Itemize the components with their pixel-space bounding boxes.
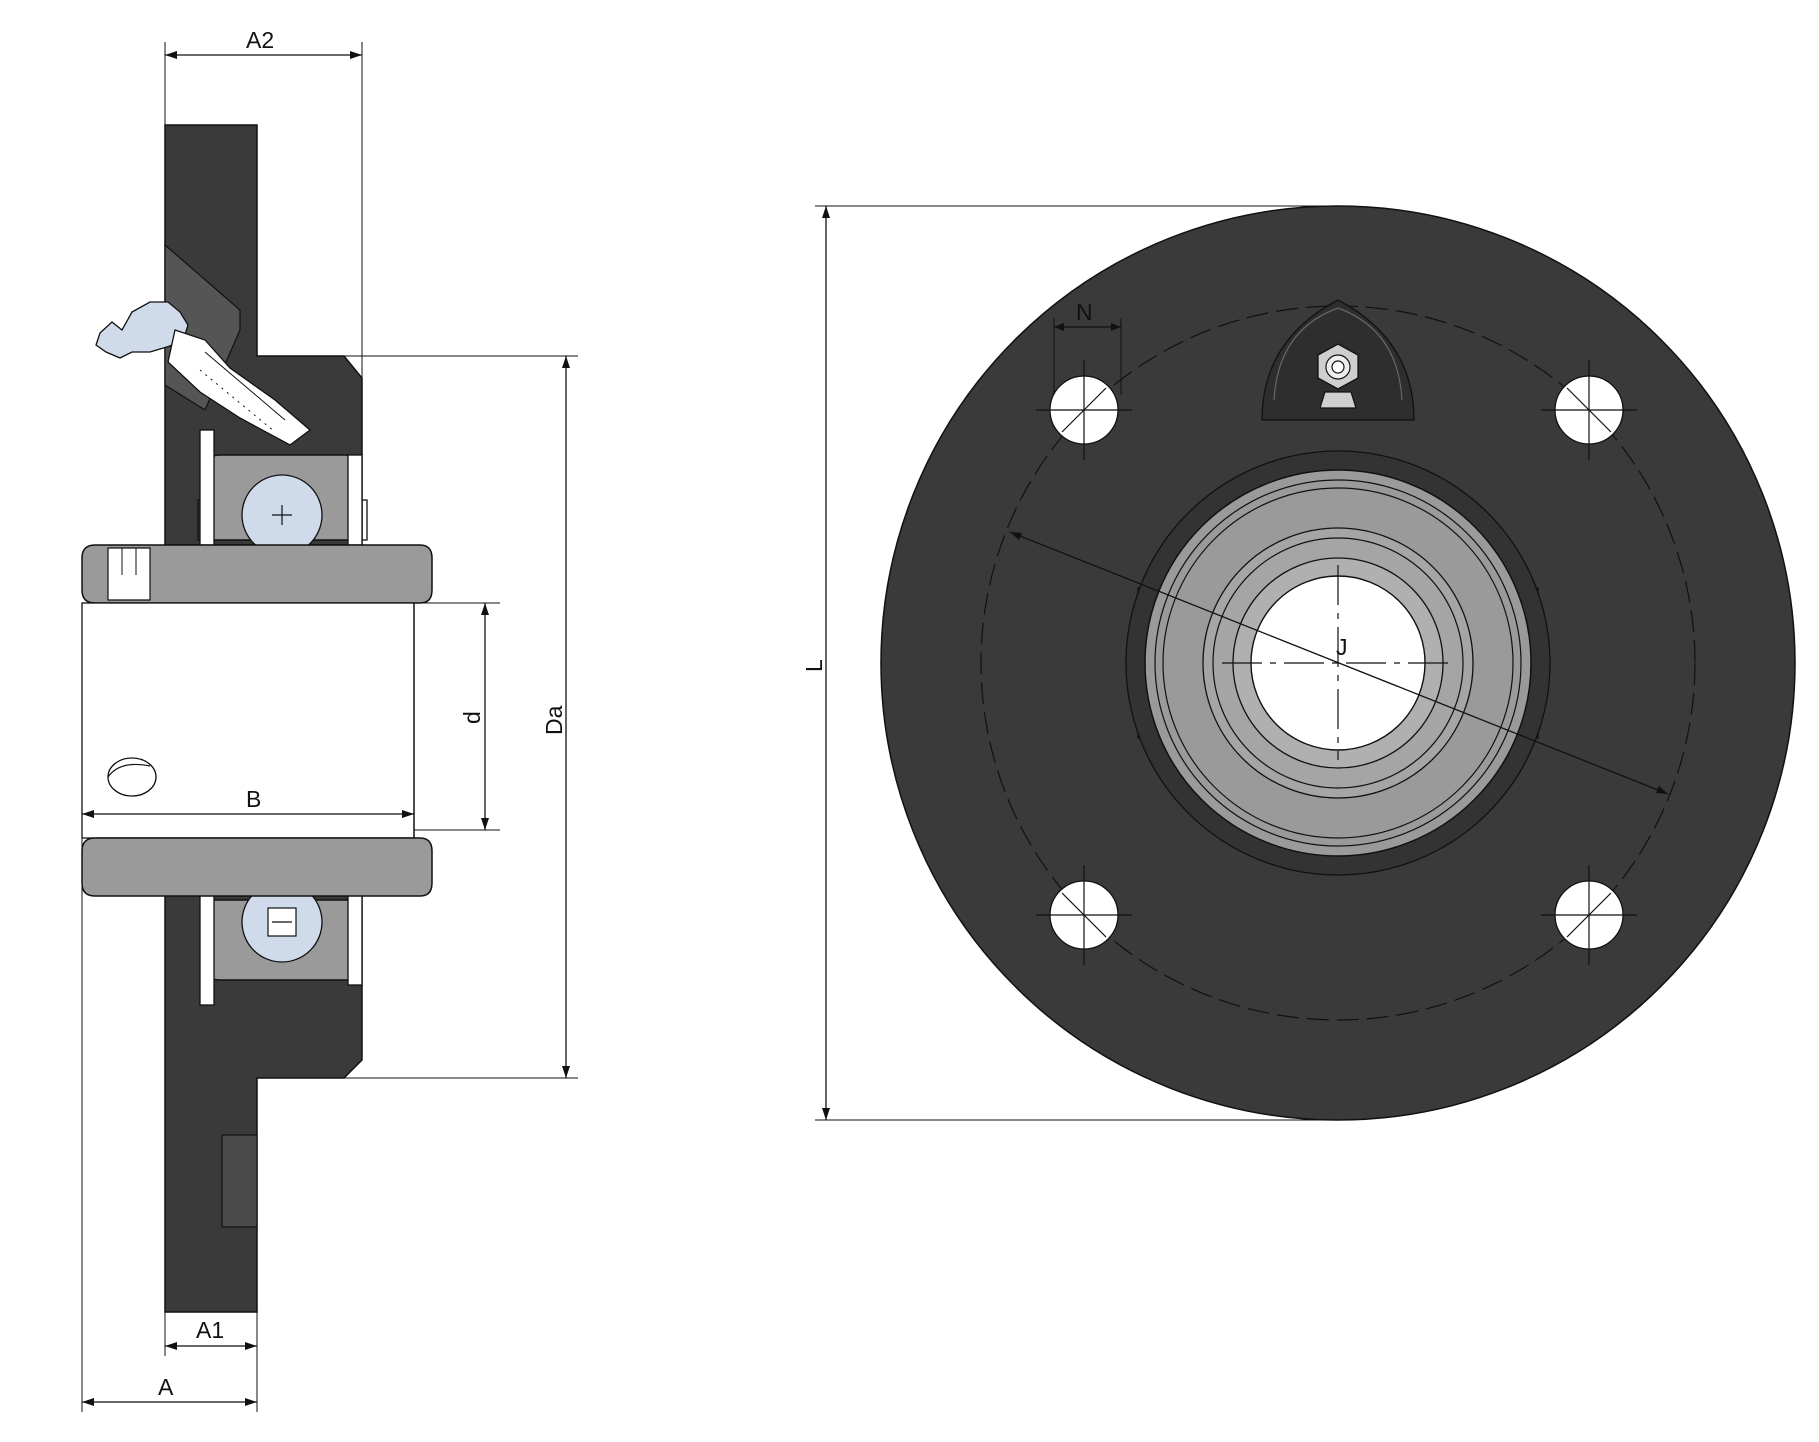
dim-label-n: N	[1076, 299, 1093, 325]
side-section-view: A2 A1 A B d Da	[81, 27, 578, 1412]
dim-label-da: Da	[541, 705, 567, 735]
grease-nipple-side	[95, 301, 312, 446]
dim-label-a: A	[158, 1374, 174, 1400]
bolt-hole-bottom-right	[1541, 865, 1637, 965]
ball-bottom	[241, 881, 323, 963]
dim-label-b: B	[246, 786, 261, 812]
dim-label-a1: A1	[196, 1317, 224, 1343]
dim-label-l: L	[801, 659, 827, 672]
housing-pocket	[221, 1134, 258, 1228]
bolt-hole-bottom-left	[1036, 865, 1132, 965]
front-view: J N L	[801, 205, 1796, 1121]
bolt-hole-top-right	[1541, 360, 1637, 460]
bolt-hole-top-left	[1036, 360, 1132, 460]
bore-body	[81, 602, 415, 839]
inner-ring-bottom	[81, 837, 433, 897]
locking-slot	[107, 547, 151, 601]
dim-label-d: d	[459, 711, 485, 724]
ball-top	[241, 474, 323, 556]
set-screw-hole	[107, 757, 157, 797]
dim-label-j: J	[1336, 634, 1348, 660]
grease-nipple-front	[1261, 299, 1415, 421]
dim-label-a2: A2	[246, 27, 274, 53]
